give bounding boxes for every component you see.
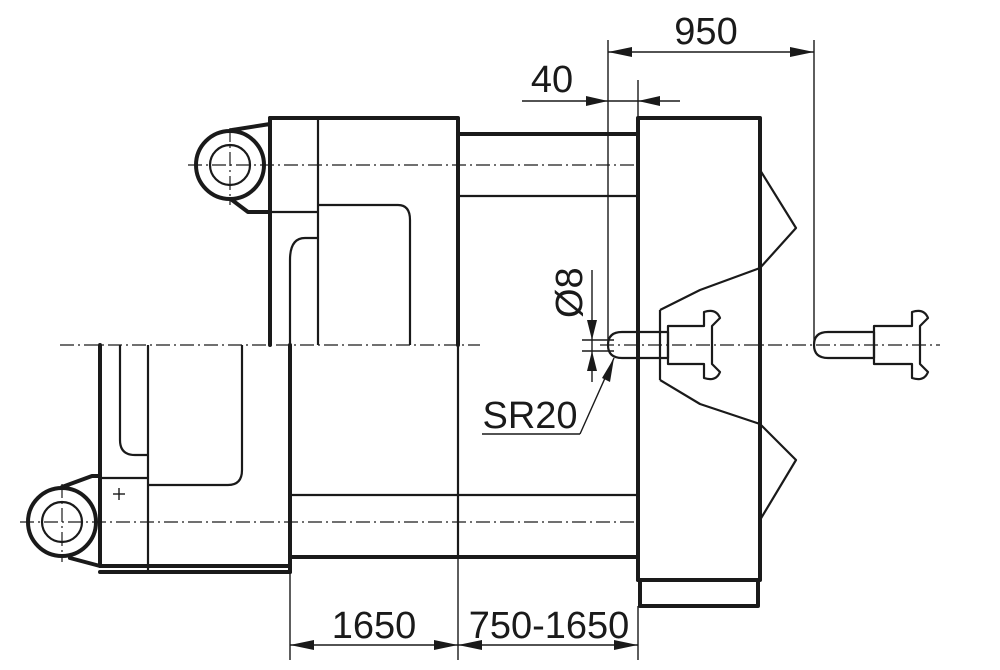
dimension-40: 40 [522,59,680,118]
lower-tie-bar [288,493,640,559]
nozzle-extended [812,309,930,381]
dimension-label-diameter: Ø8 [549,267,591,318]
dimension-label-sr20: SR20 [482,395,577,437]
dimension-label-950: 950 [674,11,737,53]
dimension-label-40: 40 [531,59,573,101]
dimension-label-1650: 1650 [332,605,417,647]
upper-toggle-link [194,122,272,214]
dimension-diameter-8: Ø8 [549,267,614,382]
dimension-sr20: SR20 [482,357,615,437]
dimension-950: 950 [607,11,815,345]
dimension-750-1650: 750-1650 [458,605,639,660]
lower-toggle-link [26,474,102,568]
nozzle-retracted [606,309,722,381]
fixed-platen [636,116,798,608]
center-lines [20,128,940,562]
dimension-label-750-1650: 750-1650 [469,605,630,647]
dimension-1650: 1650 [289,557,459,660]
